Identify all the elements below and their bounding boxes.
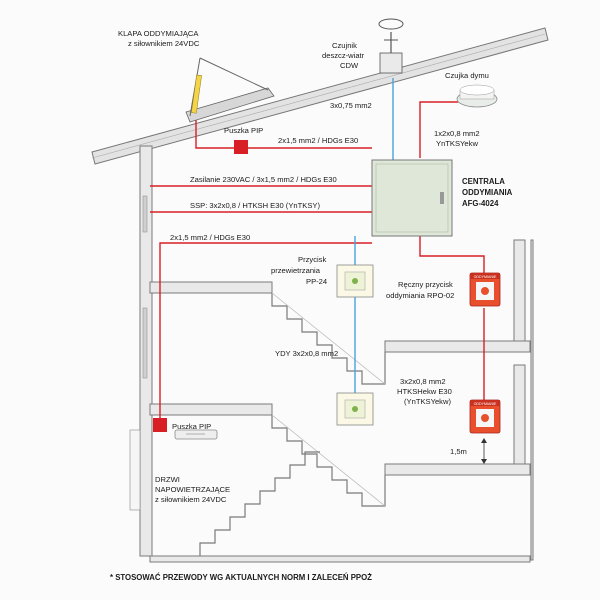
junction-box-icon (153, 418, 167, 432)
stairs-upper (271, 293, 386, 385)
klapa-label-2: z siłownikiem 24VDC (128, 39, 200, 48)
ydy-label: YDY 3x2x0,8 mm2 (275, 349, 338, 358)
wire-hdgs-top-label: 2x1,5 mm2 / HDGs E30 (278, 136, 358, 145)
wire-smoke-detector (419, 101, 458, 158)
rain-wind-sensor-icon (378, 18, 404, 74)
ground (149, 555, 531, 563)
smoke-detector-icon (456, 84, 498, 108)
stairs-middle (271, 415, 386, 507)
drzwi-label-2: NAPOWIETRZAJĄCE (155, 485, 230, 494)
right-wall-bottom (513, 364, 526, 466)
centrala-label-3: AFG-4024 (462, 199, 499, 208)
czujnik-label-1: Czujnik (332, 41, 357, 50)
czujka-label: Czujka dymu (445, 71, 489, 80)
reczny-label-2: oddymiania RPO-02 (386, 291, 454, 300)
door-actuator-icon (174, 429, 218, 440)
height-dimension (481, 438, 487, 464)
control-panel (371, 159, 453, 237)
stairs-lower (199, 451, 320, 556)
floor-lower-right (384, 463, 531, 476)
drzwi-label-1: DRZWI (155, 475, 180, 484)
drzwi-label-3: z siłownikiem 24VDC (155, 495, 227, 504)
puszka-top-label: Puszka PIP (224, 126, 263, 135)
floor-upper (149, 281, 273, 294)
reczny-label-1: Ręczny przycisk (398, 280, 453, 289)
ssp-label: SSP: 3x2x0,8 / HTKSH E30 (YnTKSY) (190, 201, 320, 210)
floor-middle-right (384, 340, 531, 353)
rpo-header-label: ODDYMIANIE (474, 402, 497, 406)
czujnik-label-2: deszcz-wiatr (322, 51, 365, 60)
zasilanie-label: Zasilanie 230VAC / 3x1,5 mm2 / HDGs E30 (190, 175, 337, 184)
klapa-label-1: KLAPA ODDYMIAJĄCA (118, 29, 199, 38)
przycisk-przew-label-1: Przycisk (298, 255, 326, 264)
wire-htks-label-1: 3x2x0,8 mm2 (400, 377, 446, 386)
footnote: * STOSOWAĆ PRZEWODY WG AKTUALNYCH NORM I… (110, 573, 372, 582)
manual-call-point-icon: ODDYMIANIE (469, 399, 501, 434)
przycisk-przew-label-2: przewietrzania (271, 266, 321, 275)
right-wall-top (513, 239, 526, 346)
centrala-label-2: ODDYMIANIA (462, 188, 513, 197)
vent-flap-icon (185, 57, 275, 123)
puszka-bottom-label: Puszka PIP (172, 422, 211, 431)
vent-button-icon (336, 264, 374, 298)
height-label: 1,5m (450, 447, 467, 456)
czujnik-label-3: CDW (340, 61, 359, 70)
wire-htks-label-3: (YnTKSYekw) (404, 397, 451, 406)
przycisk-przew-label-3: PP-24 (306, 277, 327, 286)
rpo-header-label: ODDYMIANIE (474, 275, 497, 279)
floor-middle-left (149, 403, 273, 416)
wire-hdgs-left-label: 2x1,5 mm2 / HDGs E30 (170, 233, 250, 242)
vent-button-icon (336, 392, 374, 426)
wire-centrala-pip-bottom (159, 242, 372, 424)
wire-ytnk-label-2: YnTKSYekw (436, 139, 478, 148)
wire-htks-label-2: HTKSHekw E30 (397, 387, 452, 396)
junction-box-icon (234, 140, 248, 154)
wire-075-label: 3x0,75 mm2 (330, 101, 372, 110)
centrala-label-1: CENTRALA (462, 177, 505, 186)
wire-ytnk-label-1: 1x2x0,8 mm2 (434, 129, 480, 138)
wire-rpo (419, 236, 485, 278)
manual-call-point-icon: ODDYMIANIE (469, 272, 501, 307)
